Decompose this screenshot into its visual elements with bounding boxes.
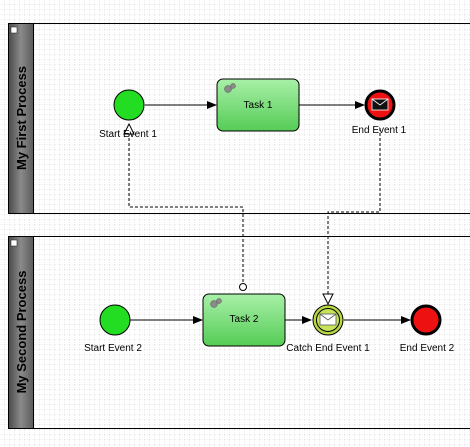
pool-collapse-icon[interactable] xyxy=(10,239,18,247)
start-event-2-label: Start Event 2 xyxy=(84,343,142,354)
pool-title: My First Process xyxy=(14,66,29,170)
start-event-2[interactable] xyxy=(99,304,131,336)
catch-end-event-1[interactable] xyxy=(312,304,344,336)
end-event-2[interactable] xyxy=(410,304,442,336)
pool-header[interactable] xyxy=(8,236,34,429)
pool-my-second-process[interactable]: My Second Process xyxy=(8,236,470,429)
end-event-2-label: End Event 2 xyxy=(400,343,455,354)
task-1-label: Task 1 xyxy=(244,100,273,111)
start-event-1-label: Start Event 1 xyxy=(99,129,157,140)
start-event-1[interactable] xyxy=(113,89,145,121)
task-1[interactable]: Task 1 xyxy=(216,78,300,132)
end-event-1-label: End Event 1 xyxy=(352,125,407,136)
gear-icon xyxy=(224,83,236,93)
end-event-1[interactable] xyxy=(364,89,396,121)
message-flow-task2-to-start1[interactable] xyxy=(129,124,243,287)
pool-collapse-icon[interactable] xyxy=(10,26,18,34)
task-2-label: Task 2 xyxy=(230,314,259,325)
envelope-icon xyxy=(319,313,337,326)
gear-icon xyxy=(210,298,222,308)
pool-title: My Second Process xyxy=(14,271,29,394)
message-flow-end1-to-catch1[interactable] xyxy=(328,128,381,304)
pool-my-first-process[interactable]: My First Process xyxy=(8,23,470,214)
task-2[interactable]: Task 2 xyxy=(202,293,286,347)
pool-header[interactable] xyxy=(8,23,34,214)
catch-end-event-1-label: Catch End Event 1 xyxy=(286,343,370,354)
envelope-icon xyxy=(371,98,389,111)
